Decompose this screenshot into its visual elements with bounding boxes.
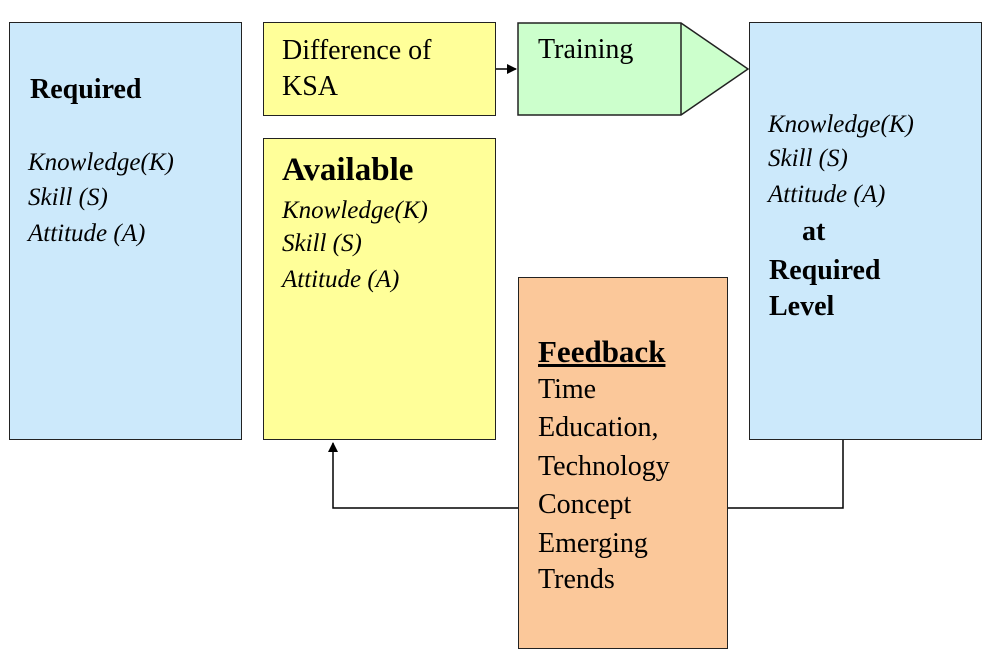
available-attitude: Attitude (A) [282,266,400,293]
available-ksa-box [263,138,496,440]
difference-line1: Difference of [282,35,432,66]
result-attitude: Attitude (A) [768,181,886,208]
result-knowledge: Knowledge(K) [768,111,914,138]
available-skill: Skill (S) [282,230,362,257]
feedback-to-available-arrow [328,442,518,509]
required-attitude: Attitude (A) [28,220,146,247]
feedback-title: Feedback [538,334,666,369]
required-title: Required [30,74,142,105]
feedback-item-concept: Concept [538,489,632,520]
feedback-item-trends: Trends [538,564,615,595]
result-level-line2: Level [769,291,835,322]
training-label: Training [538,34,634,65]
difference-line2: KSA [282,71,339,102]
required-ksa-box [9,22,242,440]
result-skill: Skill (S) [768,145,848,172]
feedback-item-education: Education, [538,412,659,443]
required-level-box [749,22,982,440]
feedback-item-emerging: Emerging [538,528,648,559]
result-to-feedback-connector [728,440,844,509]
feedback-item-time: Time [538,374,597,405]
difference-ksa-box [263,22,496,116]
required-knowledge: Knowledge(K) [28,149,174,176]
required-skill: Skill (S) [28,184,108,211]
available-title: Available [282,152,414,188]
result-level-line1: Required [769,255,881,286]
feedback-item-technology: Technology [538,451,670,482]
available-knowledge: Knowledge(K) [282,197,428,224]
feedback-box [518,277,728,649]
result-at-label: at [802,216,826,247]
